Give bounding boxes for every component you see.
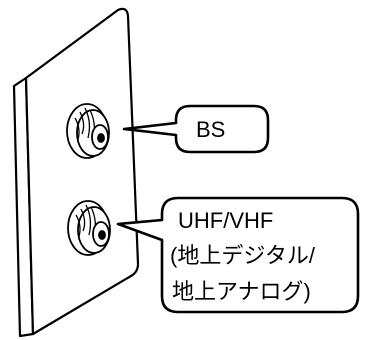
bs-label: BS xyxy=(196,117,225,142)
uhf-vhf-label: UHF/VHF xyxy=(178,208,273,233)
terrestrial-analog-label: 地上アナログ) xyxy=(172,279,311,304)
bs-callout: BS xyxy=(122,104,270,154)
bs-callout-bubble xyxy=(122,104,270,154)
wall-plate xyxy=(12,7,140,338)
terrestrial-digital-label: (地上デジタル/ xyxy=(170,243,316,268)
uhf-vhf-terminal-icon xyxy=(67,200,111,256)
uhf-vhf-callout: UHF/VHF (地上デジタル/ 地上アナログ) xyxy=(116,196,360,314)
uhf-vhf-callout-bubble xyxy=(116,196,360,314)
bs-terminal-icon xyxy=(66,103,110,159)
